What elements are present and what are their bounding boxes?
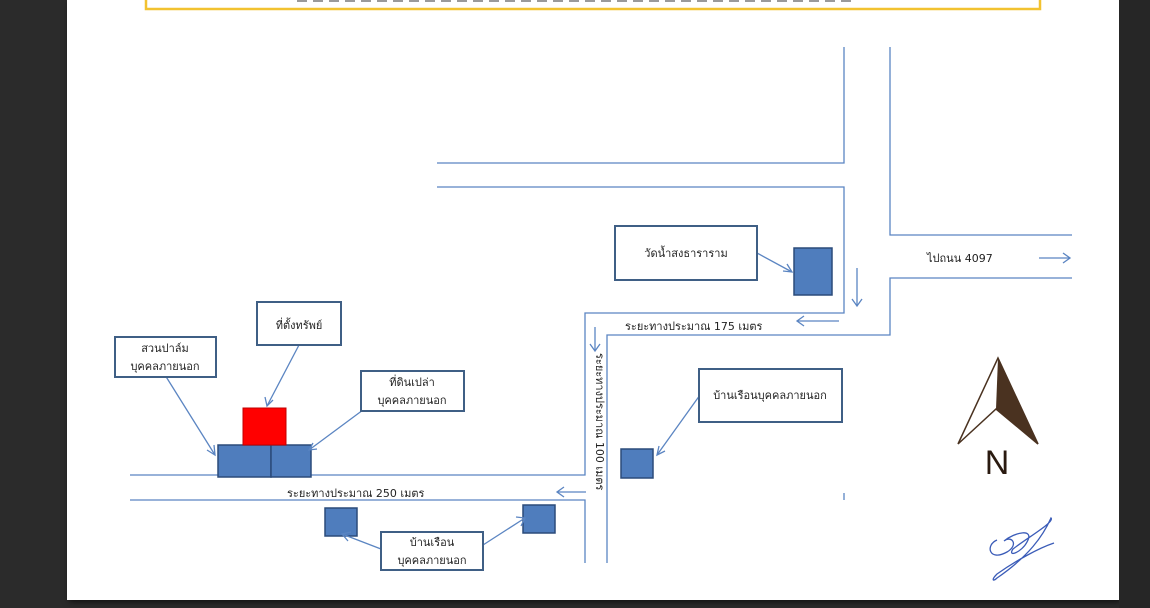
label-house-bottom-line2: บุคคลภายนอก: [397, 554, 466, 567]
road-upper-right: [889, 47, 1072, 236]
distance-250-label: ระยะทางประมาณ 250 เมตร: [287, 487, 425, 500]
label-vacant-box: [360, 370, 465, 412]
vacant-land-building: [270, 444, 312, 478]
viewer-right-edge: [1119, 0, 1150, 608]
leader-temple: [756, 252, 793, 273]
label-house-right: บ้านเรือนบุคคลภายนอก: [698, 368, 843, 423]
leader-vacant-head: [307, 442, 318, 451]
callout-leaders: [164, 252, 794, 550]
label-garden-line1: สวนปาล์ม: [141, 342, 189, 355]
leader-house-bottom-left: [341, 533, 382, 550]
road-bottom-left: [130, 499, 586, 563]
leader-house-bottom-right-head: [515, 516, 526, 527]
house-bottom-right-building: [522, 504, 556, 534]
property-site-marker: [242, 407, 287, 446]
road-right-lower: [606, 277, 1072, 563]
leader-property-head: [264, 396, 274, 408]
arrow-left-250-head: [555, 486, 565, 498]
label-garden: สวนปาล์ม บุคคลภายนอก: [114, 336, 217, 378]
distance-175-label: ระยะทางประมาณ 175 เมตร: [625, 320, 763, 333]
signature-stroke: [989, 516, 1055, 581]
buildings: [217, 247, 833, 537]
label-house-right-text: บ้านเรือนบุคคลภายนอก: [713, 389, 827, 402]
leader-house-right-head: [656, 445, 666, 457]
roads: [130, 47, 1072, 563]
north-arrow-fill: [996, 358, 1038, 444]
north-label: N: [985, 444, 1010, 482]
label-temple-box: [614, 225, 758, 281]
label-temple: วัดน้ำสงธาราราม: [614, 225, 758, 281]
label-vacant-line2: บุคคลภายนอก: [377, 394, 446, 407]
label-house-bottom-line1: บ้านเรือน: [410, 536, 455, 549]
palm-garden-building: [217, 444, 272, 478]
leader-vacant: [308, 406, 368, 451]
signature: [989, 516, 1055, 581]
house-right-building: [620, 448, 654, 479]
label-vacant-line1: ที่ดินเปล่า: [389, 374, 435, 389]
location-map: ที่ตั้งทรัพย์ สวนปาล์ม บุคคลภายนอก ที่ดิ…: [114, 0, 1072, 581]
label-house-right-box: [698, 368, 843, 423]
label-property: ที่ตั้งทรัพย์: [256, 301, 342, 346]
leader-house-bottom-right: [482, 517, 526, 546]
arrow-left-175-head: [795, 315, 805, 327]
label-garden-box: [114, 336, 217, 378]
to-road-4097-label: ไปถนน 4097: [926, 252, 993, 265]
leader-temple-head: [782, 263, 794, 273]
label-temple-text: วัดน้ำสงธาราราม: [644, 245, 727, 260]
label-house-bottom-box: [380, 531, 484, 571]
label-house-bottom: บ้านเรือน บุคคลภายนอก: [380, 531, 484, 571]
direction-arrows: [555, 252, 1072, 498]
label-garden-line2: บุคคลภายนอก: [130, 360, 199, 373]
north-arrow: N: [957, 356, 1039, 482]
label-vacant: ที่ดินเปล่า บุคคลภายนอก: [360, 370, 465, 412]
temple-building: [793, 247, 833, 296]
distance-100-label: ระยะทางประมาณ 100 เมตร: [593, 353, 606, 491]
banner-frame: [144, 0, 1042, 11]
road-upper-left: [437, 47, 845, 164]
leader-house-bottom-left-head: [340, 531, 352, 542]
leader-garden-head: [206, 444, 216, 457]
leader-house-right: [656, 394, 701, 456]
label-property-box: [256, 301, 342, 346]
leader-property: [266, 344, 300, 407]
house-bottom-left-building: [324, 507, 358, 537]
arrow-right-4097-head: [1062, 252, 1072, 264]
map-page: ที่ตั้งทรัพย์ สวนปาล์ม บุคคลภายนอก ที่ดิ…: [67, 0, 1119, 600]
road-middle-left: [130, 186, 845, 476]
arrow-down-right-head: [851, 298, 863, 308]
leader-garden: [164, 374, 216, 456]
label-property-text: ที่ตั้งทรัพย์: [276, 317, 323, 332]
arrow-down-100-head: [589, 343, 601, 353]
